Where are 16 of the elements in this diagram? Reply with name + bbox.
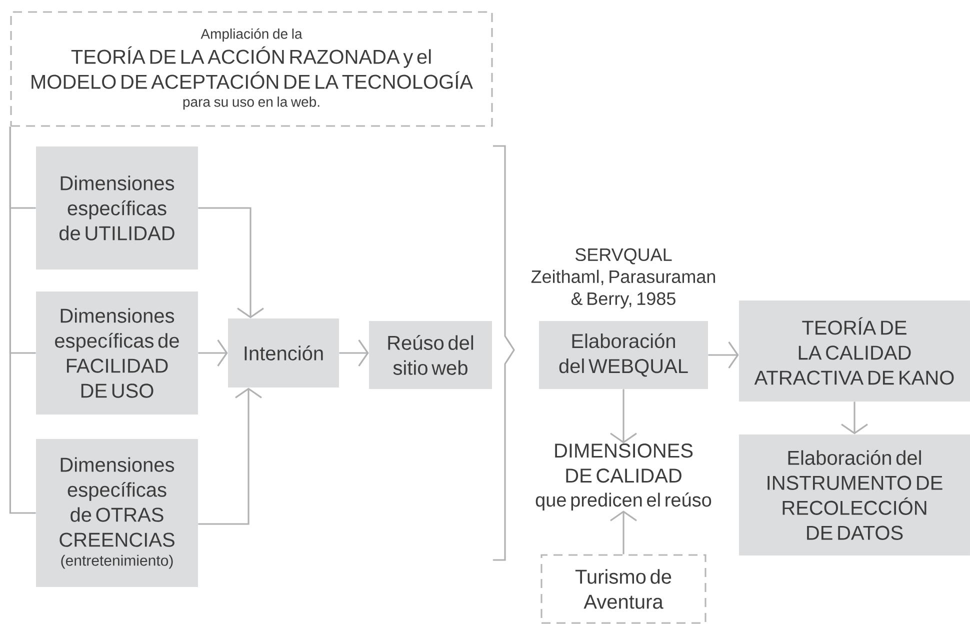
reference-text: SERVQUAL Zeithaml, Parasuraman & Berry, 1985 (531, 248, 716, 309)
process-box: Dimensiones específicas de UTILIDAD (36, 146, 198, 270)
process-box: Elaboración del INSTRUMENTO DE RECOLECCIÓN DE DATOS (739, 434, 970, 556)
process-box: TEORÍA DE LA CALIDAD ATRACTIVA DE KANO (739, 300, 970, 402)
process-box: Intención (228, 318, 339, 388)
arrow (610, 389, 637, 444)
arrow (198, 207, 264, 318)
process-box: Dimensiones específicas de OTRAS CREENCIAS (entretenimiento) (36, 439, 198, 587)
process-box: Reúso del sitio web (369, 321, 492, 389)
result-text: DIMENSIONES DE CALIDAD que predicen el reúso (536, 444, 712, 510)
process-box: Dimensiones específicas de FACILIDAD DE USO (36, 292, 198, 414)
process-box: Elaboración del WEBQUAL (539, 321, 708, 389)
connector-line (9, 126, 36, 514)
dashed-box: Turismo de Aventura (540, 554, 706, 624)
arrow (198, 388, 262, 525)
dashed-box: Ampliación de la TEORÍA DE LA ACCIÓN RAZONADA y el MODELO DE ACEPTACIÓN DE LA TECNOLOGÍA para su uso en la web. (10, 11, 493, 127)
